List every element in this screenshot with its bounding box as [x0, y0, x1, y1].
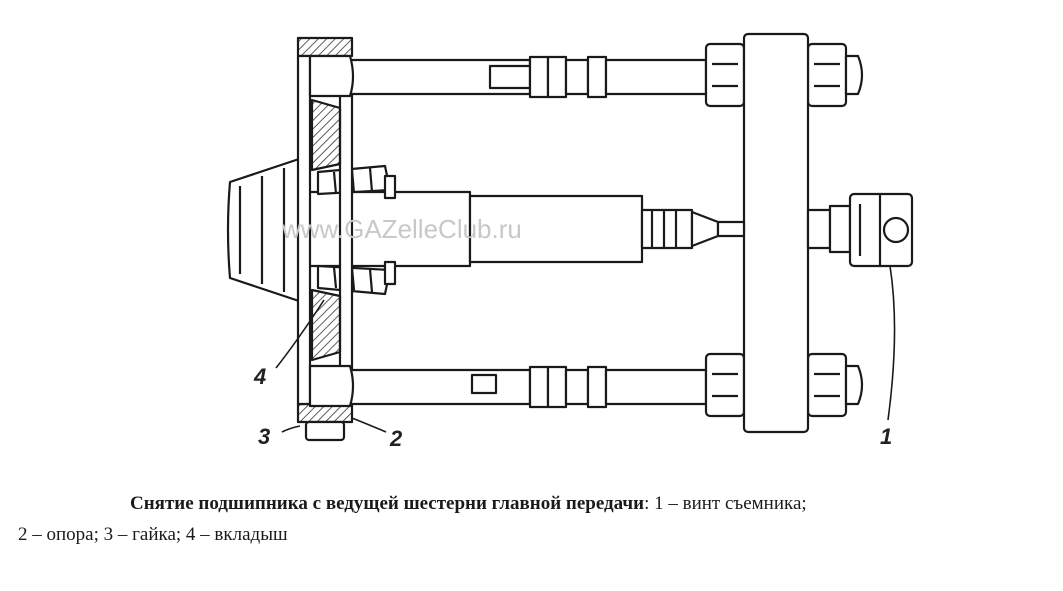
callout-2: 2: [389, 426, 403, 451]
watermark: www.GAZelleClub.ru: [281, 214, 522, 244]
figure-caption: Снятие подшипника с ведущей шестерни гла…: [18, 488, 1058, 550]
callout-4: 4: [253, 364, 266, 389]
leader-4: [275, 299, 325, 369]
support-plate: [296, 36, 355, 424]
upper-tie-rod: [348, 42, 864, 108]
bearing-puller-diagram: www.GAZelleClub.ru 1 2 3 4: [226, 32, 914, 451]
leader-1: [887, 265, 896, 421]
puller-screw: [806, 192, 914, 268]
callout-1: 1: [880, 424, 892, 449]
leader-3: [281, 425, 301, 433]
lower-tie-rod: [348, 352, 864, 418]
caption-items-1: : 1 – винт съемника;: [644, 493, 807, 514]
caption-items-2: 2 – опора; 3 – гайка; 4 – вкладыш: [18, 524, 288, 545]
callout-3: 3: [258, 424, 270, 449]
caption-line-1: Снятие подшипника с ведущей шестерни гла…: [18, 488, 1058, 519]
nut: [304, 420, 346, 442]
leader-2: [351, 417, 387, 433]
tapered-bearing: [316, 164, 397, 296]
crossbar: [742, 32, 810, 434]
liner: [310, 98, 342, 362]
caption-title: Снятие подшипника с ведущей шестерни гла…: [130, 493, 645, 514]
pinion-shaft: [298, 190, 746, 268]
